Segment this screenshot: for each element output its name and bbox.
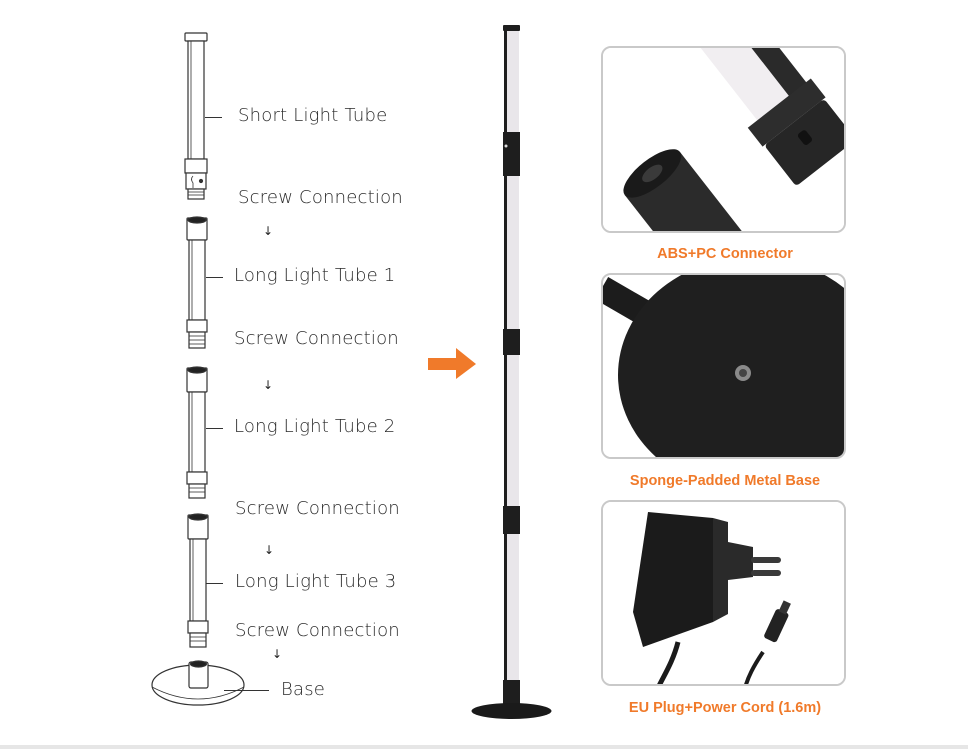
leader-line	[205, 117, 222, 118]
bottom-divider	[0, 745, 968, 749]
leader-line	[206, 428, 223, 429]
assembly-diagram	[151, 32, 245, 706]
label-long-light-tube-2: Long Light Tube 2	[234, 416, 396, 437]
orange-arrow-icon	[428, 348, 476, 379]
long-light-tube-1-drawing	[186, 216, 208, 349]
long-light-tube-2-drawing	[186, 366, 208, 499]
feature-card-eu-plug	[601, 500, 846, 686]
caption-metal-base: Sponge-Padded Metal Base	[629, 473, 821, 489]
label-base: Base	[281, 679, 326, 700]
label-screw-connection-1: Screw Connection	[238, 187, 403, 208]
base-drawing	[151, 660, 245, 706]
label-screw-connection-2: Screw Connection	[234, 328, 399, 349]
caption-eu-plug: EU Plug+Power Cord (1.6m)	[628, 700, 822, 716]
leader-line	[206, 277, 223, 278]
long-light-tube-3-drawing	[187, 513, 209, 648]
label-screw-connection-4: Screw Connection	[235, 620, 400, 641]
leader-line	[224, 690, 269, 691]
down-arrow-icon: ↓	[272, 647, 283, 661]
label-short-light-tube: Short Light Tube	[238, 105, 388, 126]
feature-card-connector	[601, 46, 846, 233]
label-long-light-tube-1: Long Light Tube 1	[234, 265, 396, 286]
caption-connector: ABS+PC Connector	[657, 246, 793, 262]
assembled-floor-lamp	[471, 25, 552, 719]
leader-line	[206, 583, 223, 584]
label-long-light-tube-3: Long Light Tube 3	[235, 571, 397, 592]
short-light-tube-drawing	[184, 32, 208, 200]
down-arrow-icon: ↓	[264, 543, 275, 557]
metal-base-photo	[603, 275, 844, 457]
down-arrow-icon: ↓	[263, 378, 274, 392]
feature-card-metal-base	[601, 273, 846, 459]
label-screw-connection-3: Screw Connection	[235, 498, 400, 519]
down-arrow-icon: ↓	[263, 224, 274, 238]
connector-photo	[603, 48, 844, 231]
eu-plug-photo	[603, 502, 844, 684]
